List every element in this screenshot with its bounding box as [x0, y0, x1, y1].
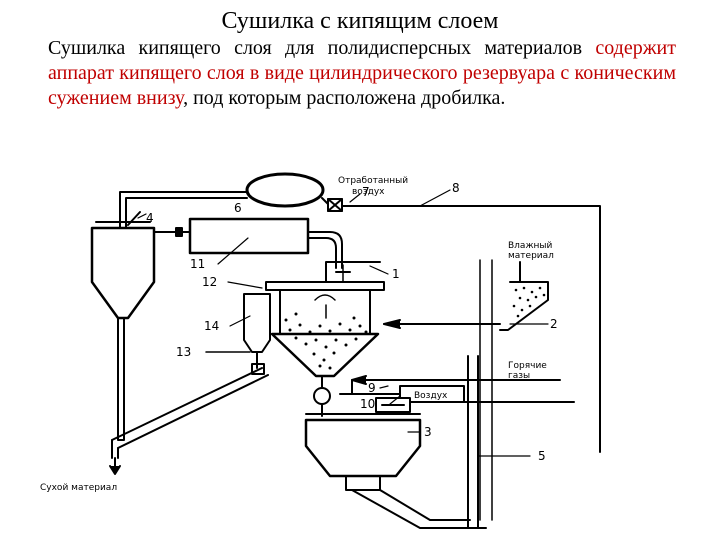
paragraph-highlight: содержит аппарат кипящего слоя в виде ци…	[48, 37, 676, 109]
label-exhaust-air-line2: воздух	[352, 187, 385, 197]
number-3: 3	[424, 425, 432, 439]
number-10: 10	[360, 397, 375, 411]
diagram-labels: Отработанный воздух Влажный материал Гор…	[40, 176, 558, 493]
elevator-column	[459, 259, 493, 529]
number-13: 13	[176, 345, 191, 359]
feed-hopper	[383, 281, 549, 331]
number-7: 7	[362, 185, 370, 199]
paragraph-text-start: Сушилка кипящего слоя для полидисперсных…	[48, 37, 596, 59]
dry-material-outlet	[109, 367, 269, 475]
number-6: 6	[234, 201, 242, 215]
label-hot-gases-line1: Горячие	[508, 361, 547, 371]
heater	[153, 217, 343, 269]
wet-material-pile	[512, 286, 546, 318]
number-2: 2	[550, 317, 558, 331]
cyclone	[90, 205, 156, 441]
description-paragraph: Сушилка кипящего слоя для полидисперсных…	[48, 36, 676, 111]
fluidized-particles	[284, 312, 368, 370]
valve-icon	[327, 198, 343, 212]
label-exhaust-air-line1: Отработанный	[338, 176, 408, 186]
number-9: 9	[368, 381, 376, 395]
leader-lines	[137, 189, 549, 457]
label-wet-material-line2: материал	[508, 251, 554, 261]
label-air: Воздух	[414, 391, 448, 401]
paragraph-text-end: , под которым расположена дробилка.	[183, 87, 506, 109]
number-11: 11	[190, 257, 205, 271]
number-1: 1	[392, 267, 400, 281]
number-14: 14	[204, 319, 219, 333]
crusher	[304, 413, 471, 529]
number-5: 5	[538, 449, 546, 463]
slide-title: Сушилка с кипящим слоем	[221, 8, 499, 34]
label-hot-gases-line2: газы	[508, 371, 530, 381]
number-8: 8	[452, 181, 460, 195]
air-line	[339, 385, 575, 403]
fluidized-bed-apparatus	[265, 261, 385, 378]
separator	[243, 293, 271, 375]
number-12: 12	[202, 275, 217, 289]
label-wet-material-line1: Влажный	[508, 241, 553, 251]
label-dry-material: Сухой материал	[40, 483, 117, 493]
number-4: 4	[146, 211, 154, 225]
air-heater	[313, 375, 411, 417]
